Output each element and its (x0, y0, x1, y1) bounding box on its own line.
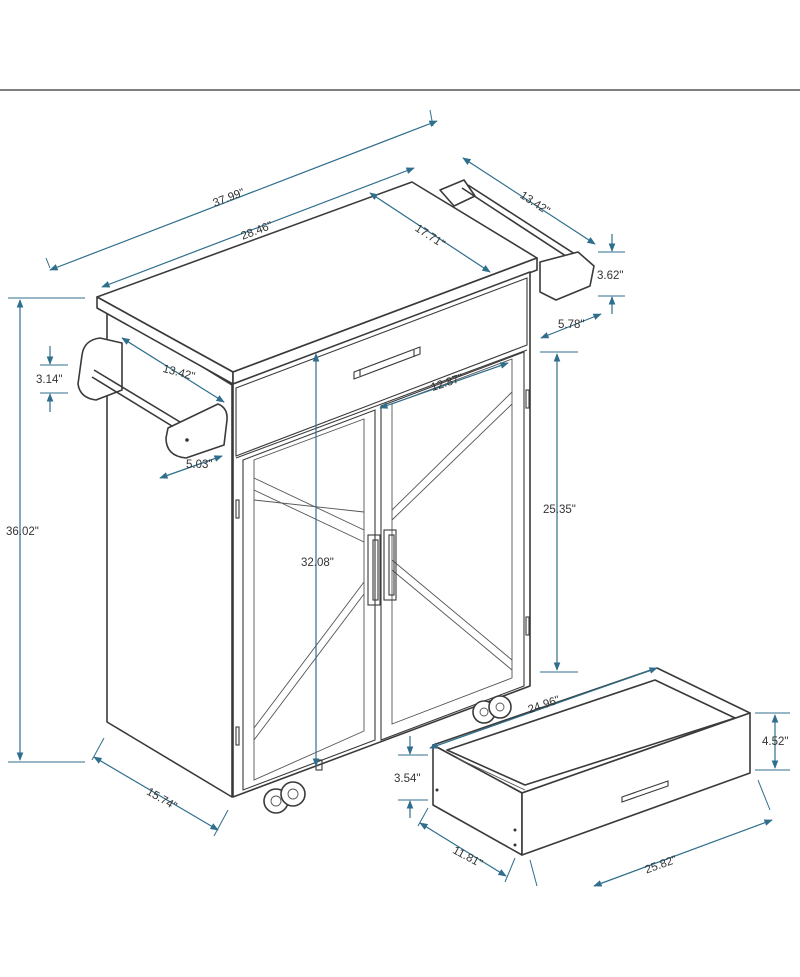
drawer-pull (621, 780, 669, 803)
label-depth: 15.74" (144, 786, 178, 813)
label-rack-offset-left: 5.03" (186, 459, 212, 471)
label-interior-height: 32.08" (301, 557, 334, 569)
hinges (235, 389, 530, 746)
label-drawer-width: 11.81" (450, 845, 484, 871)
drawer-handle (353, 346, 421, 380)
dimension-lines (8, 109, 790, 887)
label-drawer-height: 4.52" (762, 736, 788, 748)
cabinet-left-side (106, 307, 233, 798)
top-drawer (235, 277, 528, 457)
door-handles (367, 529, 397, 606)
left-door (242, 409, 376, 791)
label-overall-width: 37.99" (211, 187, 246, 210)
label-rack-height-right: 3.62" (597, 270, 623, 282)
label-drawer-front-width: 25.82" (643, 854, 678, 877)
label-rack-length: 13.42" (518, 189, 552, 217)
label-drawer-inner-height: 3.54" (394, 773, 420, 785)
label-overall-height: 36.02" (6, 526, 39, 538)
label-rack-height-left: 3.14" (36, 374, 62, 386)
label-cabinet-height: 25.35" (543, 504, 576, 516)
left-towel-rack (77, 337, 228, 459)
label-rack-offset-right: 5.78" (558, 319, 584, 331)
